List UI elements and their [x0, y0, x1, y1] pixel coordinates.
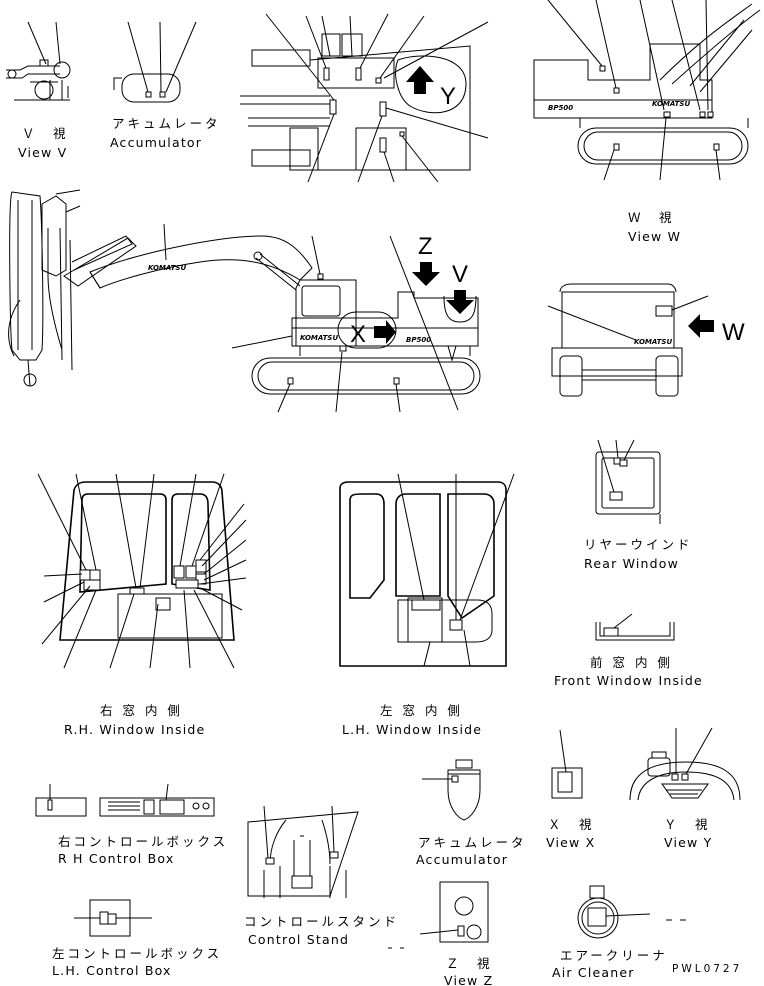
view-v-caption-jp: Ｖ 視	[22, 126, 69, 141]
rear-window-caption-en: Rear Window	[584, 556, 679, 571]
view-w-marker-letter: W	[722, 319, 745, 346]
rear-window-caption-jp: リヤーウインド	[584, 537, 693, 552]
control-stand-caption-en: Control Stand	[248, 932, 349, 947]
accumulator-bottom-caption-jp: アキュムレータ	[418, 835, 527, 850]
air-cleaner-caption-jp: エアークリーナ	[560, 948, 668, 963]
front-window-inside-detail: 前 窓 内 側 Front Window Inside	[554, 613, 703, 688]
control-stand-detail: コントロールスタンド Control Stand	[244, 805, 399, 947]
view-y-marker-letter: Y	[440, 83, 456, 110]
side-model-mark: BP500	[406, 336, 431, 344]
lh-control-box-caption-jp: 左コントロールボックス	[52, 946, 222, 961]
lh-control-box-caption-en: L.H. Control Box	[52, 963, 172, 978]
boom-brand-mark: KOMATSU	[148, 264, 186, 272]
view-v-detail: Ｖ 視 View V	[6, 21, 71, 160]
accumulator-top-caption-en: Accumulator	[110, 135, 202, 150]
air-cleaner-detail: エアークリーナ Air Cleaner	[552, 885, 686, 980]
view-w-detail: BP500 KOMATSU Ｗ 視 View W	[533, 0, 761, 244]
rh-window-inside-caption-en: R.H. Window Inside	[64, 722, 205, 737]
rear-window-detail: リヤーウインド Rear Window	[584, 439, 693, 571]
view-z-caption-en: View Z	[444, 973, 493, 986]
view-z-caption-jp: Ｚ 視	[446, 956, 493, 971]
view-x-caption-en: View X	[546, 835, 595, 850]
front-brand-mark: KOMATSU	[634, 338, 672, 346]
front-window-inside-caption-en: Front Window Inside	[554, 673, 703, 688]
lh-window-inside-caption-en: L.H. Window Inside	[342, 722, 482, 737]
view-w-model-mark: BP500	[548, 104, 573, 112]
rh-control-box-caption-jp: 右コントロールボックス	[58, 834, 228, 849]
accumulator-bottom-caption-en: Accumulator	[416, 852, 508, 867]
top-plan-view: Y	[240, 13, 489, 183]
side-brand-mark: KOMATSU	[300, 334, 338, 342]
view-w-caption-en: View W	[628, 229, 681, 244]
view-y-detail: Ｙ 視 View Y	[629, 727, 741, 850]
view-x-marker-letter: X	[350, 321, 366, 348]
lh-window-inside-caption-jp: 左 窓 内 側	[380, 703, 463, 718]
view-v-marker-letter: V	[452, 261, 468, 288]
lh-control-box-detail: 左コントロールボックス L.H. Control Box	[52, 899, 222, 978]
lh-window-inside-detail: 左 窓 内 側 L.H. Window Inside	[339, 473, 515, 737]
main-side-view: KOMATSU X Z V KOMATSU BP500	[8, 189, 481, 413]
air-cleaner-caption-en: Air Cleaner	[552, 965, 635, 980]
rh-window-inside-caption-jp: 右 窓 内 側	[100, 703, 183, 718]
control-stand-caption-jp: コントロールスタンド	[244, 914, 399, 929]
view-x-caption-jp: Ｘ 視	[548, 817, 595, 832]
drawing-code: PWL0727	[672, 963, 742, 975]
front-view: KOMATSU W	[547, 283, 745, 397]
accumulator-top-caption-jp: アキュムレータ	[112, 116, 221, 131]
view-v-caption-en: View V	[18, 145, 67, 160]
view-x-detail: Ｘ 視 View X	[546, 729, 595, 850]
rh-control-box-detail: 右コントロールボックス R H Control Box	[35, 783, 228, 866]
rh-window-inside-detail: 右 窓 内 側 R.H. Window Inside	[37, 473, 247, 737]
view-z-detail: Ｚ 視 View Z	[388, 881, 493, 986]
view-y-caption-en: View Y	[664, 835, 712, 850]
accumulator-top-detail: アキュムレータ Accumulator	[110, 21, 221, 150]
view-z-marker-letter: Z	[418, 233, 433, 260]
rh-control-box-caption-en: R H Control Box	[58, 851, 174, 866]
view-y-caption-jp: Ｙ 視	[664, 817, 711, 832]
view-w-brand-mark: KOMATSU	[652, 100, 690, 108]
view-w-caption-jp: Ｗ 視	[628, 210, 675, 225]
front-window-inside-caption-jp: 前 窓 内 側	[590, 655, 673, 670]
accumulator-bottom-detail: アキュムレータ Accumulator	[416, 759, 527, 867]
